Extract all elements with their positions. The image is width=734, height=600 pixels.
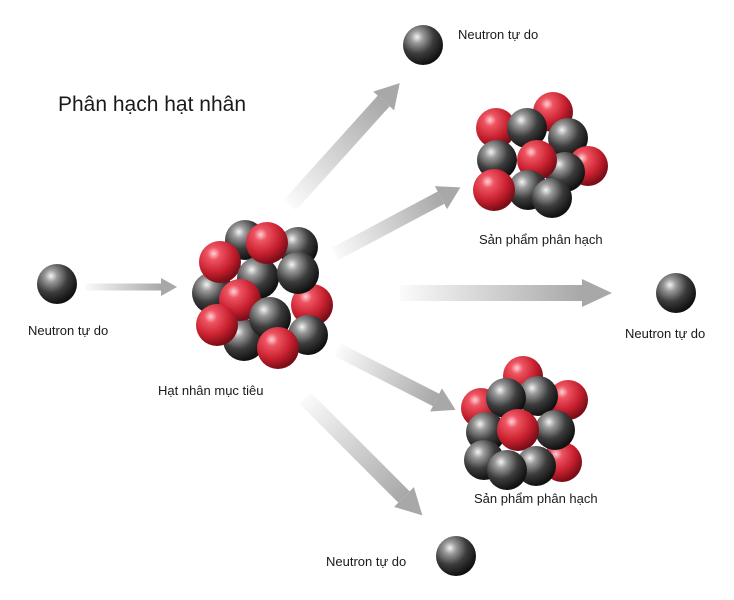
fission-product-top xyxy=(473,92,608,218)
label-neutron-right: Neutron tự do xyxy=(625,326,706,341)
free-neutron-top xyxy=(403,25,443,65)
arrow-to-neutron-bottom xyxy=(299,392,423,516)
label-neutron-bottom: Neutron tự do xyxy=(326,554,407,569)
arrow-to-product-bottom xyxy=(334,343,456,412)
label-product-top: Sản phẩm phân hạch xyxy=(479,232,603,247)
target-nucleus xyxy=(192,220,333,369)
fission-product-bottom xyxy=(461,356,588,490)
label-incoming-neutron: Neutron tự do xyxy=(28,323,109,338)
free-neutron-bottom xyxy=(436,536,476,576)
incoming-neutron xyxy=(37,264,77,304)
diagram-title: Phân hạch hạt nhân xyxy=(58,93,246,116)
label-product-bottom: Sản phẩm phân hạch xyxy=(474,491,598,506)
arrow-incoming xyxy=(85,278,177,296)
arrow-to-neutron-top xyxy=(284,83,400,211)
label-target-nucleus: Hạt nhân mục tiêu xyxy=(158,383,264,398)
free-neutron-right xyxy=(656,273,696,313)
label-neutron-top: Neutron tự do xyxy=(458,27,539,42)
arrow-to-product-top xyxy=(331,186,461,261)
arrow-to-neutron-right xyxy=(400,279,612,307)
